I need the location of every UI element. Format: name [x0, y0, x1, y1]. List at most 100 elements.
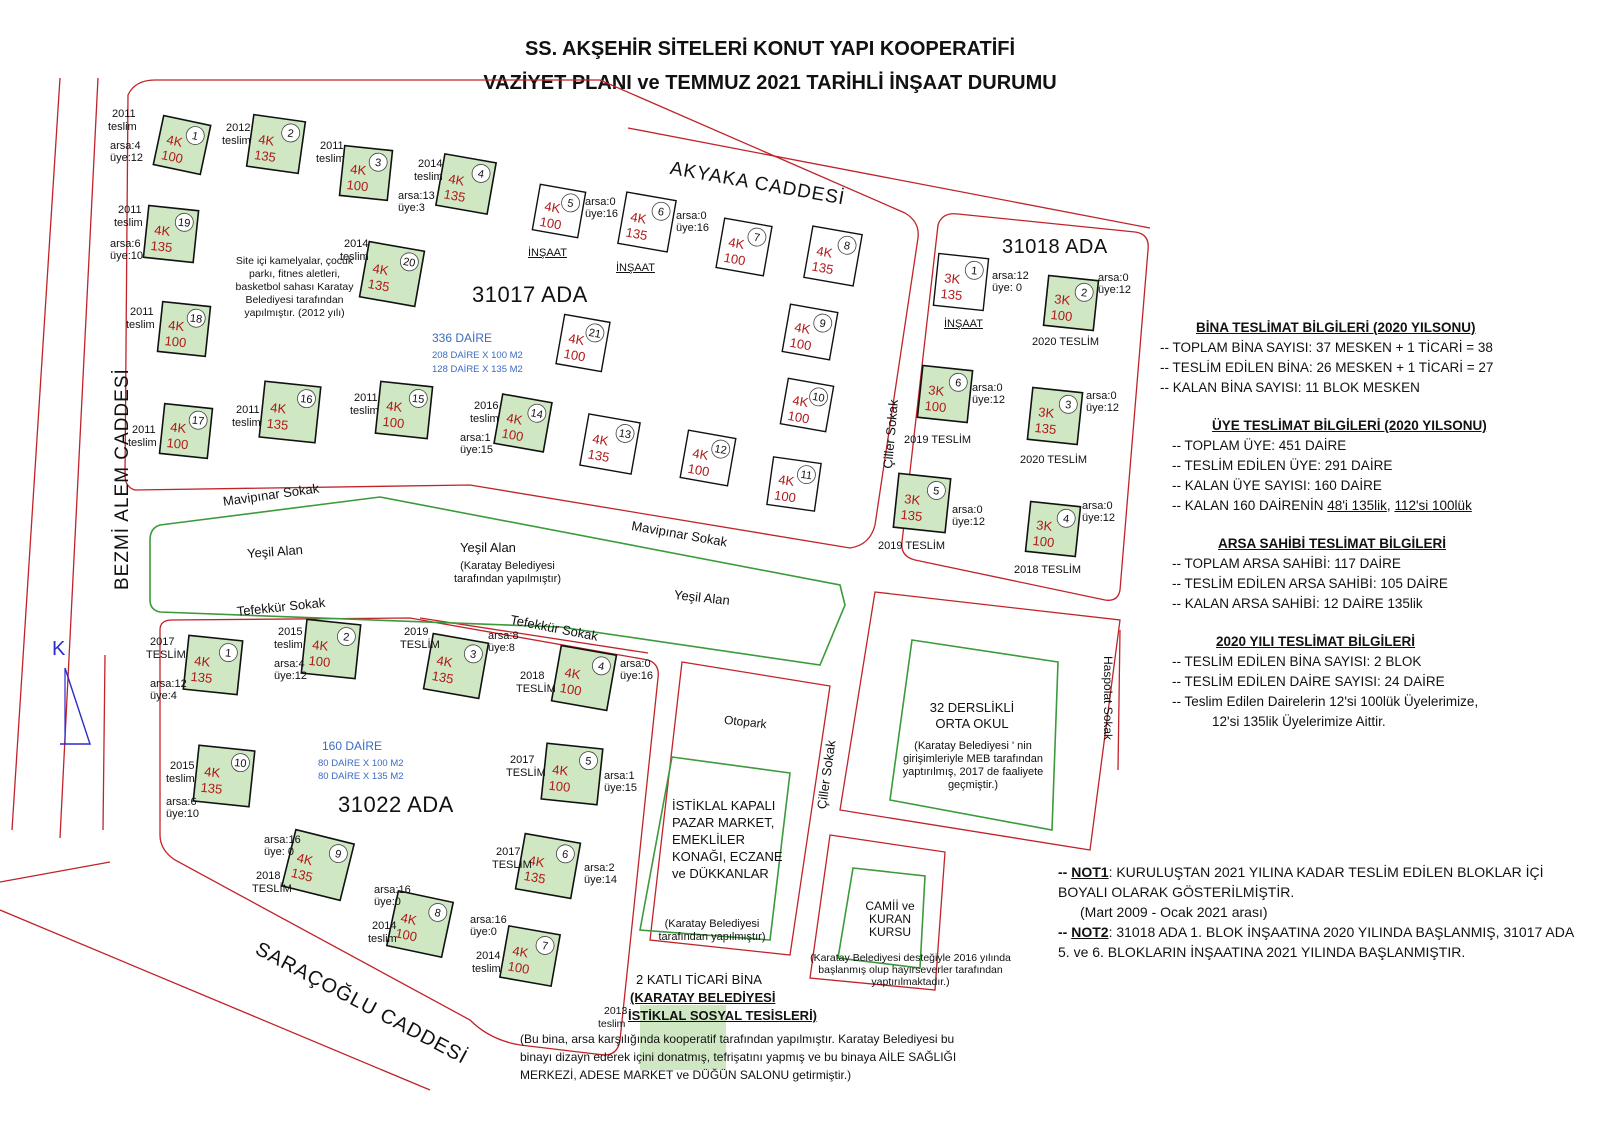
- ticari-note-1: (Bu bina, arsa karşılığında kooperatif t…: [520, 1032, 955, 1046]
- block-type: 4K: [777, 472, 795, 489]
- block-type: 4K: [399, 910, 418, 928]
- block-size: 100: [548, 778, 571, 795]
- block-outline: [192, 744, 256, 808]
- block-type: 4K: [727, 234, 746, 252]
- school-note: (Karatay Belediyesi ' nin girişimleriyle…: [902, 740, 1044, 791]
- block-status: TESLİM: [252, 883, 292, 895]
- bezmi-road-edge-outer: [11, 77, 61, 831]
- block-number: 20: [402, 256, 416, 270]
- notes-panel: -- NOT1: KURULUŞTAN 2021 YILINA KADAR TE…: [1058, 862, 1578, 962]
- block-arsa: arsa:6: [166, 796, 197, 808]
- block-year: 2011: [236, 404, 260, 416]
- block-number: 1: [191, 130, 199, 143]
- y2020-heading: 2020 YILI TESLİMAT BİLGİLERİ: [1216, 634, 1416, 649]
- block-uye: üye:16: [676, 222, 710, 234]
- block-year: 2014: [476, 950, 501, 962]
- note-1: -- NOT1: KURULUŞTAN 2021 YILINA KADAR TE…: [1058, 862, 1578, 902]
- block-arsa: arsa:16: [374, 884, 411, 896]
- block-uye: üye:16: [585, 208, 619, 220]
- block-number-circle: [591, 656, 611, 676]
- block-number-circle: [711, 439, 731, 459]
- block-size: 100: [164, 333, 187, 350]
- ada-31022-label: 31022 ADA: [338, 792, 454, 817]
- block-size: 135: [190, 669, 213, 686]
- block-status: teslim: [414, 171, 443, 183]
- block-arsa: arsa:0: [1082, 500, 1113, 512]
- block-status: teslim: [472, 963, 501, 975]
- block-type: 4K: [165, 132, 184, 150]
- block-arsa: arsa:4: [274, 658, 305, 670]
- block-status: teslim: [232, 417, 261, 429]
- block-status: teslim: [128, 437, 157, 449]
- arsa-heading: ARSA SAHİBİ TESLİMAT BİLGİLERİ: [1218, 536, 1446, 551]
- ada-31022-boundary: [159, 617, 659, 1056]
- block-status: teslim: [126, 319, 155, 331]
- block-status: teslim: [316, 153, 345, 165]
- block-status: teslim: [166, 773, 195, 785]
- block-type: 4K: [295, 850, 314, 868]
- block-uye: üye:16: [620, 670, 654, 682]
- uye-row-4-sep: ,: [1386, 498, 1395, 513]
- block-year: 2011: [132, 424, 156, 436]
- block-size: 100: [559, 680, 583, 699]
- block-number: 5: [566, 197, 574, 210]
- page-subtitle: VAZİYET PLANI ve TEMMUZ 2021 TARİHLİ İNŞ…: [483, 72, 1057, 94]
- block-uye: üye:14: [584, 874, 618, 886]
- block-type: 4K: [350, 161, 368, 178]
- block-type: 4K: [691, 445, 710, 463]
- block-uye: üye:0: [374, 896, 401, 908]
- block-number-circle: [231, 753, 250, 773]
- mosque-title: CAMİİ ve KURAN KURSU: [865, 899, 915, 939]
- block-size: 135: [625, 225, 649, 244]
- block-outline: [617, 191, 677, 253]
- block-type: 4K: [793, 319, 812, 337]
- block-year: 2019: [404, 626, 429, 638]
- block-number: 11: [800, 469, 813, 482]
- block-outline: [300, 618, 362, 680]
- block-type: 4K: [194, 653, 212, 670]
- block-type: 4K: [511, 943, 530, 961]
- block-year: 2017: [510, 754, 535, 766]
- block-size: 135: [443, 186, 467, 205]
- block-outline: [550, 644, 618, 712]
- block-type: 4K: [543, 199, 562, 217]
- block-type: 4K: [270, 400, 288, 417]
- block-year: 2014: [372, 920, 397, 932]
- y2020-row-1: -- TESLİM EDİLEN BİNA SAYISI: 2 BLOK: [1172, 654, 1422, 669]
- ada-31017-site-note: Site içi kamelyalar, çocuk parkı, fitnes…: [235, 255, 354, 319]
- block-uye: üye:4: [150, 690, 177, 702]
- block-size: 100: [563, 346, 587, 365]
- school-title: 32 DERSLİKLİ ORTA OKUL: [929, 700, 1015, 731]
- block-type: 4K: [447, 171, 466, 189]
- block-number-circle: [328, 844, 348, 863]
- uye-row-4-100: 112'si 100lük: [1394, 498, 1472, 513]
- block-size: 100: [382, 414, 405, 431]
- block-arsa: arsa:4: [110, 140, 141, 152]
- block-number-circle: [651, 201, 671, 221]
- block-status: teslim: [470, 413, 499, 425]
- note-1-range: (Mart 2009 - Ocak 2021 arası): [1080, 904, 1268, 920]
- block-number-circle: [471, 164, 491, 183]
- block-year: 2011: [118, 204, 142, 216]
- block-status: teslim: [222, 135, 251, 147]
- block-number-circle: [837, 235, 857, 255]
- block-number-circle: [368, 152, 388, 172]
- block-type: 4K: [435, 653, 454, 671]
- uye-row-4: -- KALAN 160 DAİRENİN 48'i 135lik, 112's…: [1172, 496, 1590, 516]
- block-number: 13: [618, 427, 632, 441]
